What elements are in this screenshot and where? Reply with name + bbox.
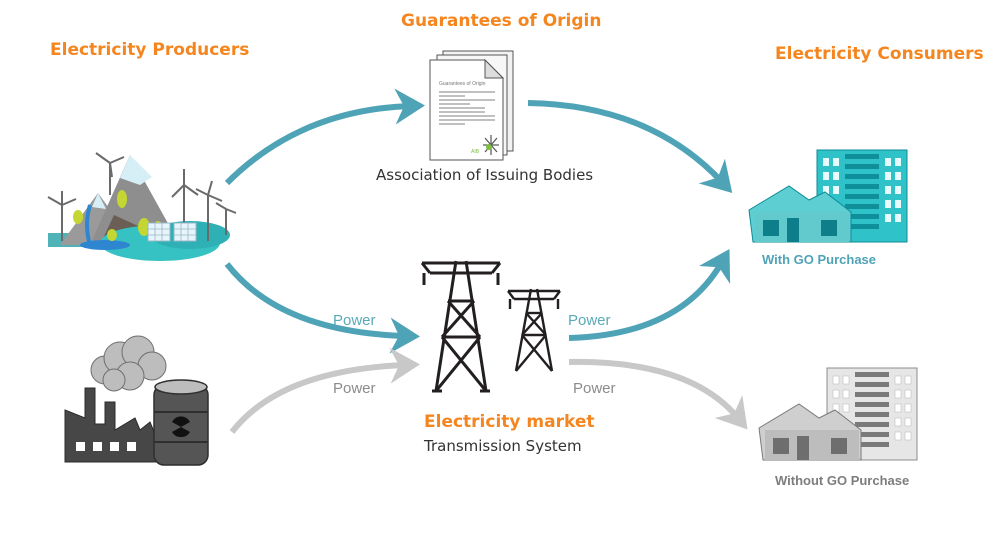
power-label-without-go-out: Power [573, 380, 616, 397]
producers-heading: Electricity Producers [50, 40, 250, 60]
arrow-producers-to-go [224, 88, 425, 186]
consumer-without-go-icon [758, 367, 918, 461]
without-go-label: Without GO Purchase [775, 473, 910, 488]
power-label-renewable-in: Power [333, 312, 376, 329]
arrow-go-to-consumers [527, 100, 733, 193]
renewable-producers-icon [47, 152, 237, 261]
market-heading: Electricity market [424, 412, 595, 432]
issuing-body-label: Association of Issuing Bodies [376, 166, 594, 184]
guarantees-heading: Guarantees of Origin [401, 11, 602, 31]
arrow-renewable-to-market [224, 262, 420, 354]
with-go-label: With GO Purchase [762, 252, 877, 267]
arrow-market-to-with-go [568, 249, 731, 341]
conventional-producers-icon [64, 335, 209, 466]
transmission-tower-icon [420, 260, 561, 393]
arrow-conventional-to-market [229, 347, 420, 434]
aib-logo-text: AIB [471, 149, 480, 155]
consumers-heading: Electricity Consumers [775, 44, 984, 64]
arrow-market-to-without-go [568, 358, 748, 430]
consumer-with-go-icon [748, 149, 908, 243]
transmission-label: Transmission System [424, 437, 582, 455]
document-title: Guarantees of Origin [439, 81, 486, 87]
power-label-with-go-out: Power [568, 312, 611, 329]
power-label-conventional-in: Power [333, 380, 376, 397]
guarantee-document-icon: Guarantees of Origin AIB [429, 50, 514, 161]
